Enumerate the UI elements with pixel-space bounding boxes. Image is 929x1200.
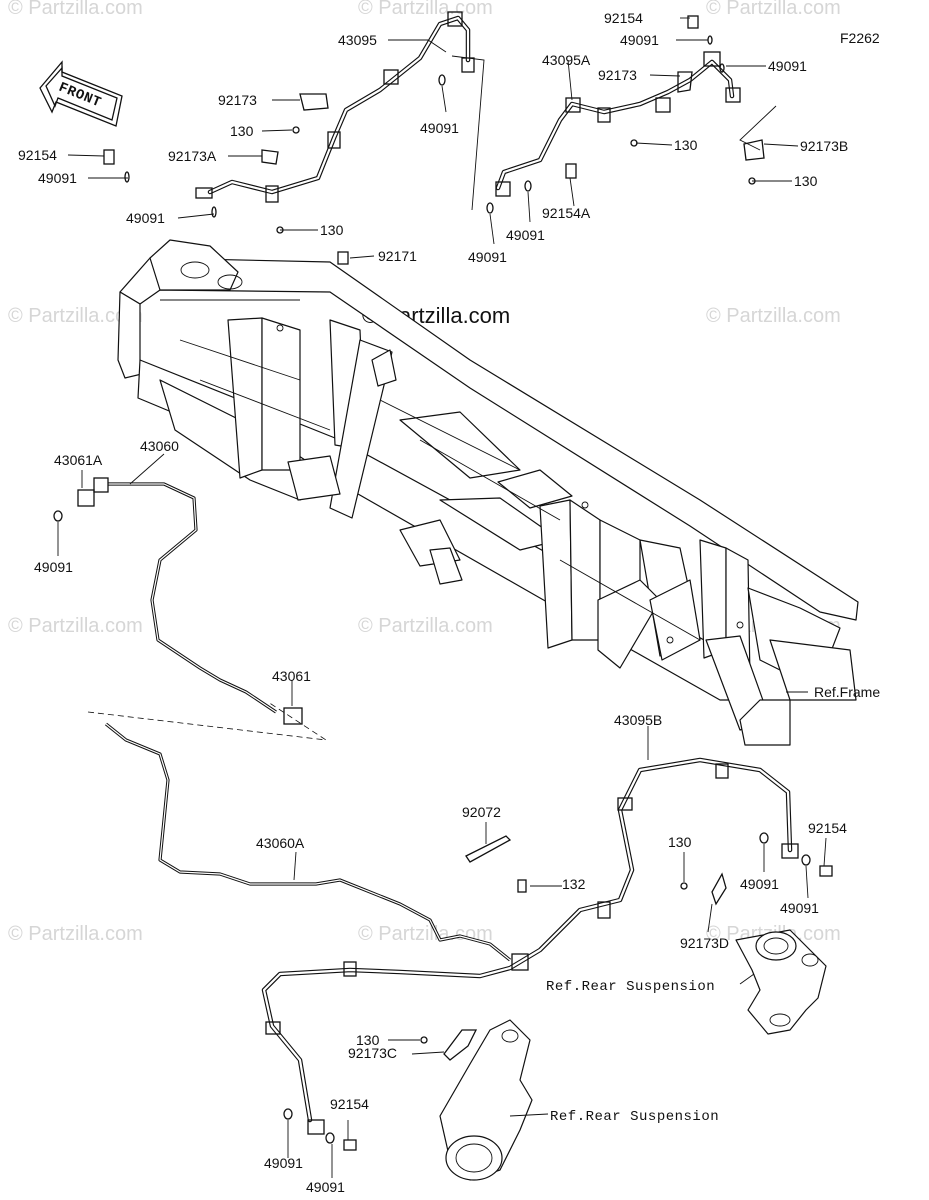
label-92173[interactable]: 92173: [598, 67, 637, 83]
rear-suspension-knuckle-left: [439, 1019, 533, 1181]
watermark: © Partzilla.com: [358, 923, 493, 945]
clamp-92173-left[interactable]: [299, 93, 329, 111]
label-49091[interactable]: 49091: [506, 227, 545, 243]
watermark: © Partzilla.com: [706, 305, 841, 327]
rear-suspension-knuckle-right: [735, 929, 827, 1035]
label-92173D[interactable]: 92173D: [680, 935, 729, 951]
hose-43095A[interactable]: [495, 51, 741, 197]
label-92173A[interactable]: 92173A: [168, 148, 217, 164]
watermark-layer: © Partzilla.com © Partzilla.com © Partzi…: [8, 0, 841, 945]
label-92173[interactable]: 92173: [218, 92, 257, 108]
pipe-43060[interactable]: [77, 477, 277, 714]
label-92072[interactable]: 92072: [462, 804, 501, 820]
label-49091[interactable]: 49091: [38, 170, 77, 186]
label-43095A[interactable]: 43095A: [542, 52, 591, 68]
clamp-92173-right[interactable]: [677, 71, 693, 93]
label-92171[interactable]: 92171: [378, 248, 417, 264]
label-92154[interactable]: 92154: [18, 147, 57, 163]
front-arrow-icon: FRONT: [39, 60, 123, 127]
label-49091[interactable]: 49091: [768, 58, 807, 74]
label-130[interactable]: 130: [230, 123, 254, 139]
label-130[interactable]: 130: [668, 834, 692, 850]
union-43061[interactable]: [283, 707, 303, 725]
label-92154[interactable]: 92154: [604, 10, 643, 26]
label-130[interactable]: 130: [794, 173, 818, 189]
label-92154A[interactable]: 92154A: [542, 205, 591, 221]
label-49091[interactable]: 49091: [740, 876, 779, 892]
watermark: © Partzilla.com: [8, 0, 143, 19]
label-92173B[interactable]: 92173B: [800, 138, 848, 154]
clamp-92173C[interactable]: [443, 1029, 478, 1061]
label-ref-rear-suspension[interactable]: Ref.Rear Suspension: [550, 1109, 719, 1125]
label-ref-rear-suspension[interactable]: Ref.Rear Suspension: [546, 979, 715, 995]
label-49091[interactable]: 49091: [264, 1155, 303, 1171]
label-43095[interactable]: 43095: [338, 32, 377, 48]
label-92154[interactable]: 92154: [808, 820, 847, 836]
watermark: © Partzilla.com: [8, 305, 143, 327]
label-49091[interactable]: 49091: [306, 1179, 345, 1195]
hardware-fasteners[interactable]: [53, 15, 833, 1151]
label-130[interactable]: 130: [674, 137, 698, 153]
hose-43095B[interactable]: [261, 757, 799, 1135]
watermark: © Partzilla.com: [8, 923, 143, 945]
watermark: © Partzilla.com: [358, 0, 493, 19]
label-ref-frame[interactable]: Ref.Frame: [814, 684, 880, 700]
label-49091[interactable]: 49091: [420, 120, 459, 136]
clamp-92173A[interactable]: [261, 149, 279, 165]
label-49091[interactable]: 49091: [126, 210, 165, 226]
clamp-92173D[interactable]: [711, 872, 727, 906]
watermark: © Partzilla.com: [358, 615, 493, 637]
clamp-92173B[interactable]: [743, 139, 765, 161]
label-49091[interactable]: 49091: [620, 32, 659, 48]
label-130[interactable]: 130: [356, 1032, 380, 1048]
clamp-92072[interactable]: [465, 835, 512, 863]
label-43061[interactable]: 43061: [272, 668, 311, 684]
leader-43061: [87, 701, 327, 741]
label-49091[interactable]: 49091: [780, 900, 819, 916]
frame-assembly: [117, 239, 859, 746]
label-49091[interactable]: 49091: [34, 559, 73, 575]
hose-43095[interactable]: [195, 11, 475, 203]
label-43060[interactable]: 43060: [140, 438, 179, 454]
pipe-43060A[interactable]: [105, 722, 511, 962]
leader-lines: [57, 17, 827, 1178]
watermark: © Partzilla.com: [8, 615, 143, 637]
label-92173C[interactable]: 92173C: [348, 1045, 397, 1061]
label-92154[interactable]: 92154: [330, 1096, 369, 1112]
label-43060A[interactable]: 43060A: [256, 835, 305, 851]
label-130[interactable]: 130: [320, 222, 344, 238]
label-132[interactable]: 132: [562, 876, 586, 892]
label-43061A[interactable]: 43061A: [54, 452, 103, 468]
label-49091[interactable]: 49091: [468, 249, 507, 265]
part-labels: 43095 92173 130 92173A 92154 49091 49091…: [18, 10, 880, 1195]
watermark: © Partzilla.com: [706, 0, 841, 19]
clip-92171[interactable]: [337, 251, 349, 265]
figure-code: F2262: [840, 30, 880, 46]
label-43095B[interactable]: 43095B: [614, 712, 662, 728]
